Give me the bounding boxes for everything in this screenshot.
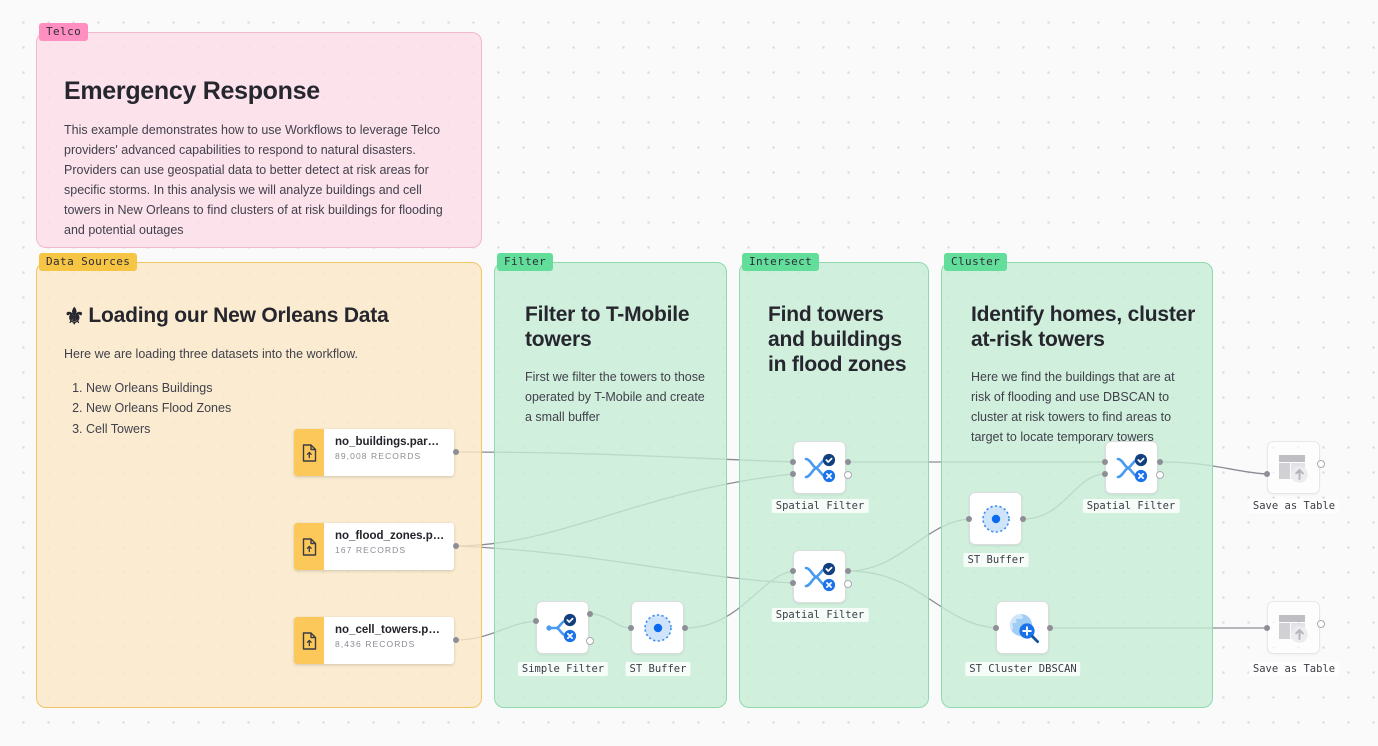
output-port-secondary[interactable]	[844, 471, 852, 479]
input-port-b[interactable]	[790, 471, 796, 477]
note-filter: Filter to T-Mobile towers First we filte…	[525, 303, 705, 427]
node-spatial-filter-2[interactable]	[793, 550, 846, 603]
node-st-buffer-2[interactable]	[969, 492, 1022, 545]
node-label-spatial-filter-3: Spatial Filter	[1082, 499, 1180, 513]
node-label-spatial-filter-2: Spatial Filter	[771, 608, 869, 622]
data-source-name: no_flood_zones.p…	[335, 530, 445, 542]
input-port[interactable]	[1264, 471, 1270, 477]
input-port-a[interactable]	[790, 459, 796, 465]
data-sources-list: New Orleans Buildings New Orleans Flood …	[86, 378, 454, 439]
input-port[interactable]	[966, 516, 972, 522]
output-port[interactable]	[845, 568, 851, 574]
data-source-name: no_cell_towers.pa…	[335, 624, 445, 636]
filter-body: First we filter the towers to those oper…	[525, 369, 705, 424]
data-source-records: 167 RECORDS	[335, 545, 407, 555]
input-port-a[interactable]	[790, 568, 796, 574]
group-cluster[interactable]: Cluster Identify homes, cluster at-risk …	[941, 253, 1213, 708]
note-data-sources: ⚜Loading our New Orleans Data Here we ar…	[64, 303, 454, 439]
output-port[interactable]	[1317, 620, 1325, 628]
data-sources-title: ⚜Loading our New Orleans Data	[64, 303, 389, 329]
node-label-st-buffer-2: ST Buffer	[963, 553, 1029, 567]
input-port[interactable]	[533, 618, 539, 624]
data-source-card[interactable]: no_cell_towers.pa… 8,436 RECORDS	[294, 617, 454, 664]
list-item: Cell Towers	[86, 419, 454, 439]
group-badge-filter: Filter	[497, 253, 554, 271]
input-port[interactable]	[1264, 625, 1270, 631]
input-port-b[interactable]	[790, 580, 796, 586]
file-import-icon	[294, 523, 324, 570]
fleur-de-lis-icon: ⚜	[64, 303, 85, 329]
output-port[interactable]	[1020, 516, 1026, 522]
output-port[interactable]	[1157, 459, 1163, 465]
node-label-simple-filter: Simple Filter	[517, 662, 609, 676]
input-port[interactable]	[993, 625, 999, 631]
st-buffer-icon	[981, 504, 1010, 533]
input-port[interactable]	[628, 625, 634, 631]
list-item: New Orleans Buildings	[86, 378, 454, 398]
list-item: New Orleans Flood Zones	[86, 398, 454, 418]
data-source-records: 89,008 RECORDS	[335, 451, 422, 461]
group-badge-intersect: Intersect	[742, 253, 820, 271]
cluster-body: Here we find the buildings that are at r…	[971, 369, 1175, 444]
node-spatial-filter-3[interactable]	[1105, 441, 1158, 494]
data-sources-body: Here we are loading three datasets into …	[64, 347, 358, 362]
data-source-card[interactable]: no_buildings.parq… 89,008 RECORDS	[294, 429, 454, 476]
data-source-name: no_buildings.parq…	[335, 436, 445, 448]
output-port-secondary[interactable]	[1156, 471, 1164, 479]
simple-filter-icon	[545, 613, 576, 642]
input-port-a[interactable]	[1102, 459, 1108, 465]
output-port[interactable]	[453, 449, 459, 455]
output-port-secondary[interactable]	[844, 580, 852, 588]
file-import-icon	[294, 429, 324, 476]
output-port[interactable]	[845, 459, 851, 465]
output-port[interactable]	[1047, 625, 1053, 631]
group-telco[interactable]: Telco Emergency Response This example de…	[36, 23, 482, 248]
spatial-filter-icon	[804, 562, 835, 591]
st-buffer-icon	[643, 613, 672, 642]
output-port[interactable]	[453, 543, 459, 549]
group-badge-telco: Telco	[39, 23, 89, 41]
node-spatial-filter-1[interactable]	[793, 441, 846, 494]
node-st-buffer-1[interactable]	[631, 601, 684, 654]
input-port-b[interactable]	[1102, 471, 1108, 477]
output-port[interactable]	[453, 637, 459, 643]
data-source-card[interactable]: no_flood_zones.p… 167 RECORDS	[294, 523, 454, 570]
note-telco: Emergency Response This example demonstr…	[64, 77, 460, 240]
filter-title: Filter to T-Mobile towers	[525, 303, 690, 351]
save-table-icon	[1278, 454, 1308, 483]
file-import-icon	[294, 617, 324, 664]
output-port[interactable]	[682, 625, 688, 631]
node-save-as-table-1[interactable]	[1267, 441, 1320, 494]
intersect-title: Find towers and buildings in flood zones	[768, 303, 907, 376]
node-label-save-as-table-2: Save as Table	[1248, 662, 1340, 676]
node-save-as-table-2[interactable]	[1267, 601, 1320, 654]
node-label-spatial-filter-1: Spatial Filter	[771, 499, 869, 513]
cluster-title: Identify homes, cluster at-risk towers	[971, 303, 1196, 351]
node-st-cluster-dbscan[interactable]	[996, 601, 1049, 654]
group-badge-cluster: Cluster	[944, 253, 1008, 271]
dbscan-icon	[1009, 613, 1039, 643]
group-badge-data-sources: Data Sources	[39, 253, 138, 271]
save-table-icon	[1278, 614, 1308, 643]
node-label-st-buffer-1: ST Buffer	[625, 662, 691, 676]
telco-title: Emergency Response	[64, 77, 320, 105]
data-source-records: 8,436 RECORDS	[335, 639, 416, 649]
node-simple-filter[interactable]	[536, 601, 589, 654]
note-cluster: Identify homes, cluster at-risk towers H…	[971, 303, 1196, 447]
node-label-st-cluster-dbscan: ST Cluster DBSCAN	[965, 662, 1081, 676]
output-port[interactable]	[587, 611, 593, 617]
spatial-filter-icon	[1116, 453, 1147, 482]
output-port-secondary[interactable]	[586, 637, 594, 645]
telco-body: This example demonstrates how to use Wor…	[64, 122, 443, 237]
note-intersect: Find towers and buildings in flood zones	[768, 303, 913, 391]
group-filter[interactable]: Filter Filter to T-Mobile towers First w…	[494, 253, 727, 708]
output-port[interactable]	[1317, 460, 1325, 468]
spatial-filter-icon	[804, 453, 835, 482]
node-label-save-as-table-1: Save as Table	[1248, 499, 1340, 513]
